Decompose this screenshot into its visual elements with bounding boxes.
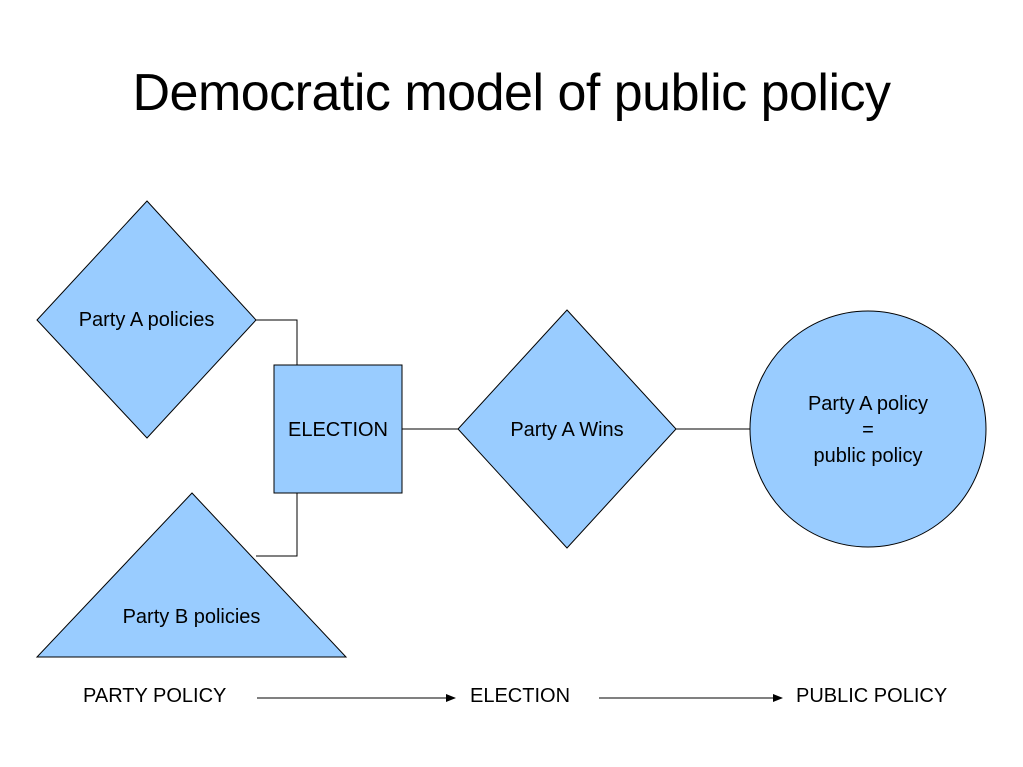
connector-party-b-to-election [256,493,298,557]
public-policy-line-3: public policy [813,445,923,467]
public-policy-line-1: Party A policy [807,393,929,415]
election-box [273,364,403,494]
public-policy-circle [749,310,987,548]
party-a-wins-label: Party A Wins [510,419,624,441]
connector-party-a-to-election [256,319,298,365]
election-box-label: ELECTION [287,419,389,441]
party-a-policies-label: Party A policies [78,309,215,331]
flow-step-election: ELECTION [470,685,571,707]
public-policy-label: Party A policy = public policy [750,391,986,469]
flow-step-party-policy: PARTY POLICY [83,685,227,707]
party-b-policies-triangle [35,492,348,658]
flow-step-public-policy: PUBLIC POLICY [796,685,948,707]
party-a-wins-diamond [457,309,677,549]
party-b-policies-label: Party B policies [122,606,261,628]
public-policy-line-2: = [862,419,874,441]
party-a-policies-diamond [36,200,257,439]
slide-title: Democratic model of public policy [132,64,891,122]
